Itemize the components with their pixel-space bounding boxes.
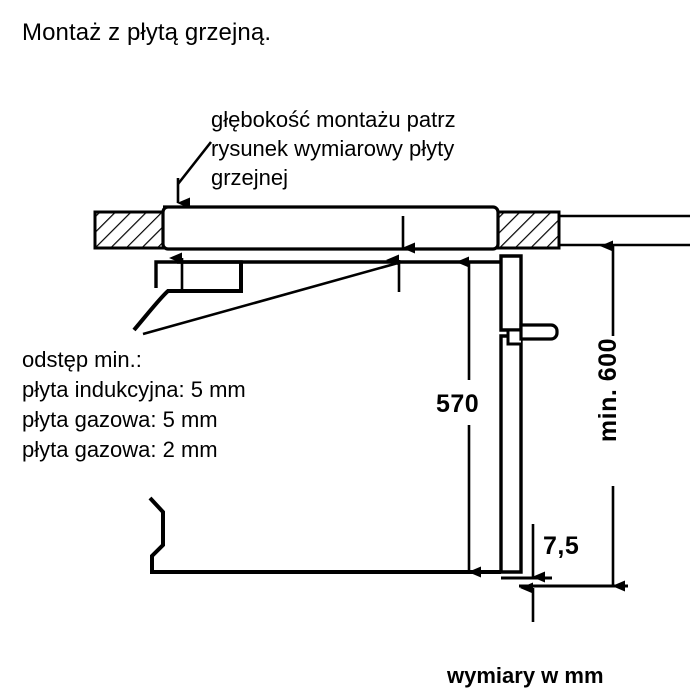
oven-front-frame	[132, 260, 399, 336]
clearance-note: odstęp min.: płyta indukcyjna: 5 mm płyt…	[22, 347, 246, 462]
dimension-label-plinth-height: 7,5	[543, 532, 580, 560]
oven-door-handle	[519, 323, 559, 341]
page-title: Montaż z płytą grzejną.	[22, 19, 272, 46]
extension-lines-right	[559, 214, 690, 247]
dimension-label-oven-height: 570	[436, 390, 480, 418]
oven-door	[499, 254, 523, 574]
units-note: wymiary w mm	[447, 663, 604, 688]
oven-base-line	[501, 576, 628, 588]
hob-body	[161, 205, 500, 251]
leader-hob-depth	[176, 141, 213, 209]
dimension-label-niche-height: min. 600	[594, 338, 622, 443]
hob-depth-note: głębokość montażu patrz rysunek wymiarow…	[211, 107, 456, 191]
oven-cavity-outline	[148, 496, 501, 574]
